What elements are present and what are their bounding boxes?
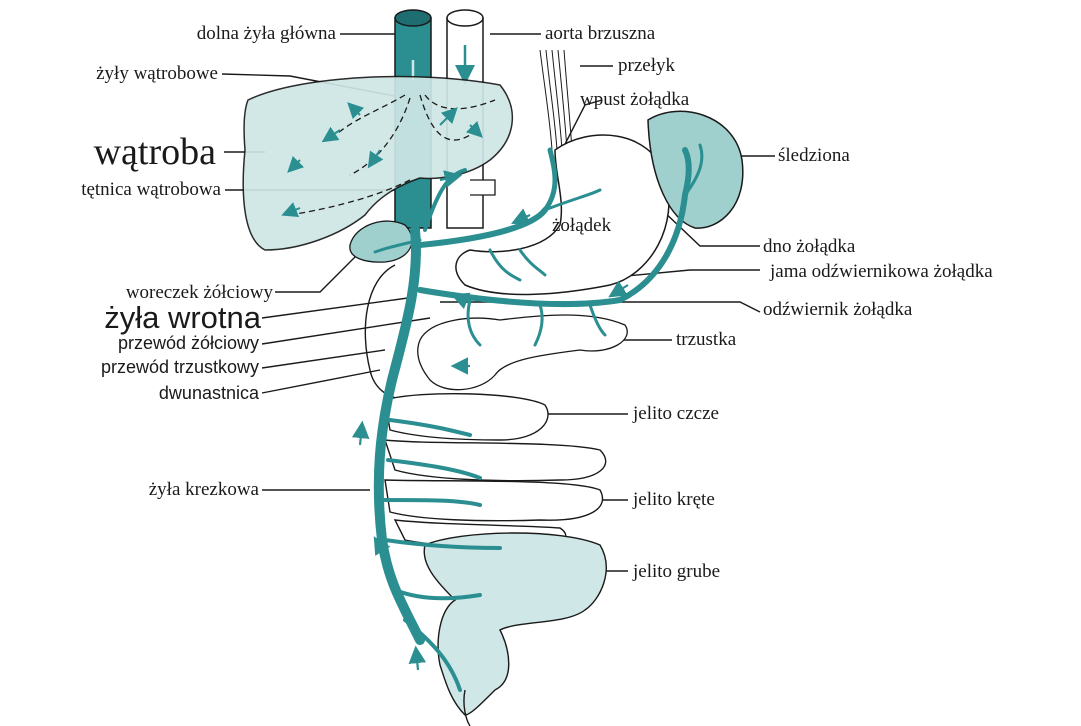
small-intestine bbox=[385, 394, 606, 548]
label-zoladek: żołądek bbox=[552, 216, 611, 235]
label-jelito-krete: jelito kręte bbox=[633, 490, 715, 509]
label-zyla-krezkowa: żyła krezkowa bbox=[149, 480, 259, 499]
label-aorta-brzuszna: aorta brzuszna bbox=[545, 24, 655, 43]
label-jelito-czcze: jelito czcze bbox=[633, 404, 719, 423]
gallbladder bbox=[350, 221, 412, 262]
label-dwunastnica: dwunastnica bbox=[159, 384, 259, 402]
label-zyla-wrotna: żyła wrotna bbox=[104, 302, 261, 333]
large-intestine bbox=[424, 533, 606, 715]
label-wpust-zoladka: wpust żołądka bbox=[580, 90, 689, 109]
label-odzwiernik-zoladka: odźwiernik żołądka bbox=[763, 300, 912, 319]
label-tetnica-watrobowa: tętnica wątrobowa bbox=[81, 180, 221, 199]
label-dolna-zyla-glowna: dolna żyła główna bbox=[197, 24, 336, 43]
label-dno-zoladka: dno żołądka bbox=[763, 237, 855, 256]
label-zyly-watrobowe: żyły wątrobowe bbox=[96, 64, 218, 83]
pancreas bbox=[418, 315, 628, 390]
label-jama-odzwiernikowa: jama odźwiernikowa żołądka bbox=[770, 262, 993, 281]
label-sledziona: śledziona bbox=[778, 146, 850, 165]
esophagus bbox=[540, 50, 572, 150]
label-przewod-zolciowy: przewód żółciowy bbox=[118, 334, 259, 352]
label-trzustka: trzustka bbox=[676, 330, 736, 349]
label-przewod-trzustkowy: przewód trzustkowy bbox=[101, 358, 259, 376]
label-przelyk: przełyk bbox=[618, 56, 675, 75]
label-jelito-grube: jelito grube bbox=[633, 562, 720, 581]
label-watroba: wątroba bbox=[94, 133, 216, 171]
